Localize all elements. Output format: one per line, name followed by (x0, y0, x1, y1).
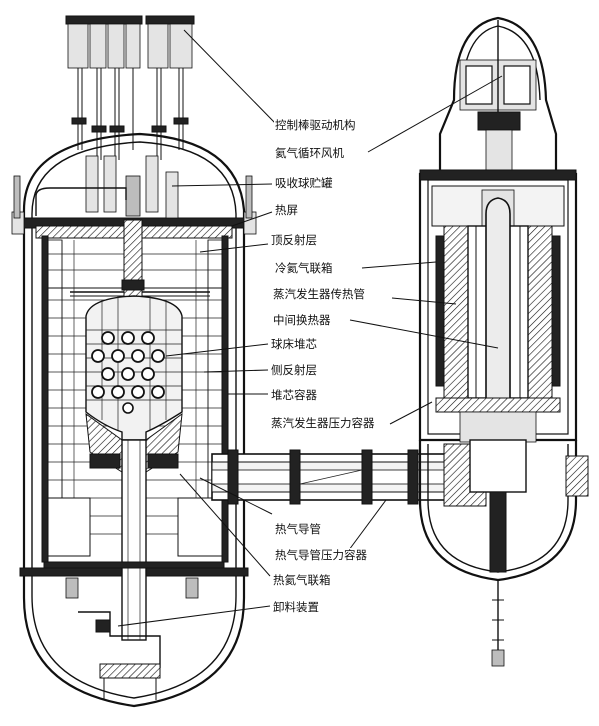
top-reflector-region (35, 219, 233, 305)
label-top-reflector: 顶反射层 (270, 233, 318, 247)
label-hot-gas-duct: 热气导管 (274, 522, 322, 536)
leader-lines (117, 29, 503, 627)
label-helium-circulator: 氦气循环风机 (274, 146, 345, 160)
label-cold-helium-plenum: 冷氦气联箱 (274, 261, 334, 275)
label-thermal-shield: 热屏 (274, 203, 299, 217)
label-side-reflector: 侧反射层 (270, 363, 318, 377)
label-hot-gas-duct-vessel: 热气导管压力容器 (274, 548, 368, 562)
label-sg-pressure-vessel: 蒸汽发生器压力容器 (270, 416, 376, 430)
label-sg-heat-tubes: 蒸汽发生器传热管 (272, 287, 366, 301)
label-absorber-ball-tank: 吸收球贮罐 (274, 176, 334, 190)
label-control-rod-drive: 控制棒驱动机构 (274, 118, 357, 132)
control-rod-drives (65, 15, 195, 160)
absorber-ball-tanks (35, 155, 179, 219)
steam-generator-vessel (418, 16, 589, 667)
discharge-tube (43, 439, 225, 700)
label-hot-helium-plenum: 热氦气联箱 (272, 573, 332, 587)
label-intermediate-hx: 中间换热器 (272, 313, 332, 327)
label-pebble-bed-core: 球床堆芯 (270, 337, 318, 351)
label-core-vessel: 堆芯容器 (270, 388, 318, 402)
label-fuel-discharge: 卸料装置 (272, 600, 320, 614)
pebble-bed-core (85, 295, 183, 473)
